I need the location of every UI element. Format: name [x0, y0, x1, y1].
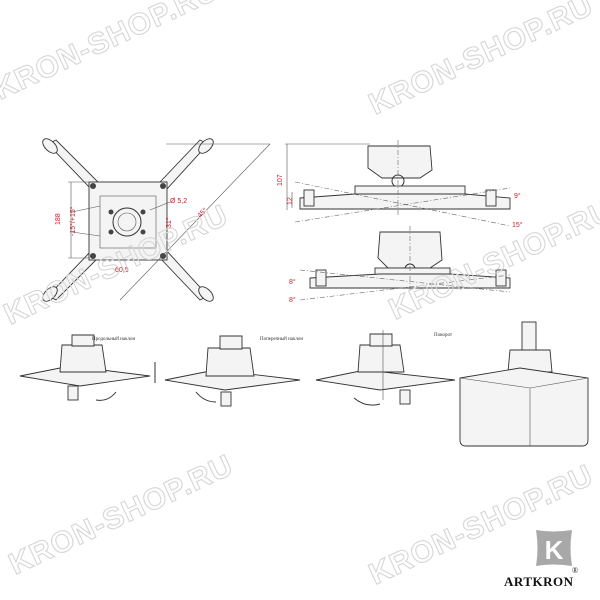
mount-arms	[42, 138, 214, 302]
caption-rotation: Поворот	[434, 333, 453, 338]
dim-side-arm: 12	[287, 197, 294, 205]
dim-side-height: 107	[277, 174, 284, 186]
side-view-transverse: 8° 8°	[289, 226, 511, 304]
angle-a2: 8°	[289, 278, 296, 286]
top-view: 188 -15°/+15° Ø 5,2 31° 45° 60,5	[42, 138, 271, 302]
artkron-logo: K	[536, 530, 572, 566]
mounted-projector	[459, 321, 589, 447]
watermark: KRON-SHOP.RU	[364, 459, 598, 592]
dim-height: 188	[55, 213, 62, 225]
angle-a: 9°	[514, 192, 521, 200]
side-view-longitudinal: 107 12 9° 15°	[277, 140, 523, 229]
dim-tilt: -15°/+15°	[69, 206, 77, 236]
dim-inner: 31°	[165, 217, 173, 228]
watermark: KRON-SHOP.RU	[364, 0, 598, 121]
angle-b: 15°	[512, 221, 523, 229]
watermark: KRON-SHOP.RU	[4, 449, 238, 582]
logo-brand: ARTKRON	[504, 574, 574, 589]
dim-hole: Ø 5,2	[170, 198, 187, 205]
caption-longitudinal: Продольный наклон	[92, 337, 136, 342]
angle-b2: 8°	[289, 296, 296, 304]
step-rotation: Поворот	[315, 330, 456, 406]
center-ring	[112, 207, 142, 237]
watermark: KRON-SHOP.RU	[0, 0, 223, 106]
logo-letter: K	[545, 535, 564, 565]
step-transverse: Поперечный наклон	[154, 335, 303, 407]
dim-bottom: 60,5	[115, 267, 129, 274]
caption-transverse: Поперечный наклон	[260, 337, 303, 342]
step-longitudinal: Продольный наклон	[19, 334, 151, 401]
logo-reg: ®	[572, 566, 579, 575]
mount-plate	[88, 181, 168, 261]
